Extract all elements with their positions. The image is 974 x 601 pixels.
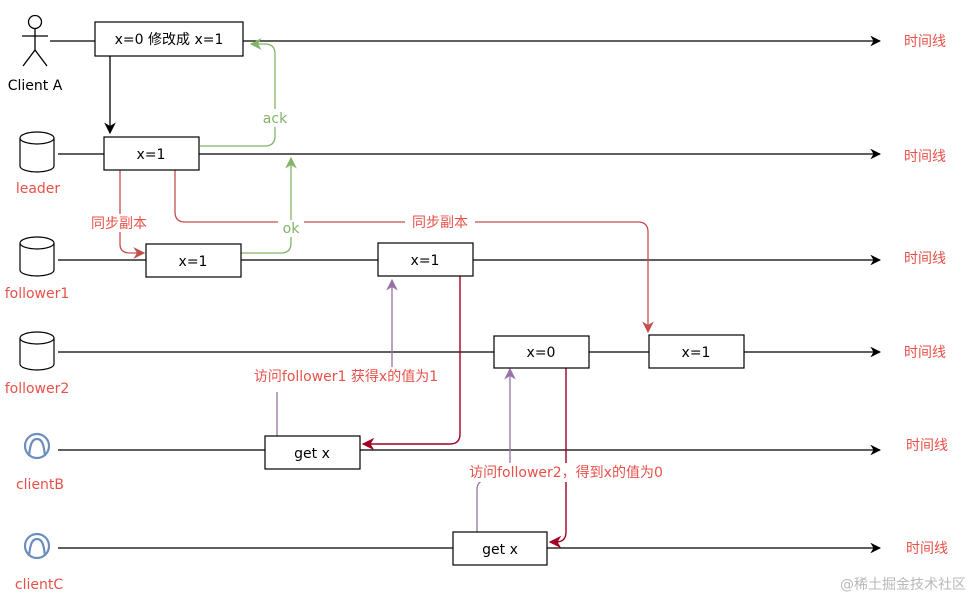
follower1-value-text-first: x=1: [179, 254, 208, 270]
follower2-value-box-new: x=1: [648, 334, 745, 369]
read-follower1-label: 访问follower1 获得x的值为1: [254, 368, 438, 385]
follower1-value-box-first: x=1: [145, 243, 242, 278]
follower1-label: follower1: [5, 286, 70, 302]
client-b-label: clientB: [16, 477, 64, 493]
client-a-label: Client A: [8, 78, 63, 94]
client-c-user-icon: [23, 532, 51, 560]
timeline-label-client-a: 时间线: [904, 34, 946, 50]
ack-arrow: [200, 38, 276, 147]
client-b-user-icon: [23, 432, 51, 460]
timeline-label-follower1: 时间线: [904, 251, 946, 267]
follower2-value-text-old: x=0: [527, 345, 556, 361]
follower2-value-box-old: x=0: [493, 335, 590, 369]
client-c-label: clientC: [15, 577, 63, 593]
client-b-get-box: get x: [264, 435, 361, 470]
leader-database-icon: [19, 131, 55, 173]
follower1-value-box-second: x=1: [377, 242, 474, 277]
follower2-label: follower2: [5, 381, 70, 397]
follower1-database-icon: [19, 236, 55, 277]
follower1-value-text-second: x=1: [411, 253, 440, 269]
sync-replica-arrow-follower1: [119, 170, 146, 259]
timeline-label-client-b: 时间线: [906, 438, 948, 454]
client-c-get-box: get x: [452, 531, 548, 566]
leader-value-text: x=1: [137, 147, 166, 163]
watermark: @稀土掘金技术社区: [840, 577, 966, 593]
client-a-write-text: x=0 修改成 x=1: [115, 32, 224, 48]
leader-label: leader: [16, 181, 61, 197]
read-follower1-arrow: [276, 280, 392, 436]
timeline-label-client-c: 时间线: [906, 541, 948, 557]
response-follower2-arrow: [548, 368, 567, 549]
read-follower2-label: 访问follower2，得到x的值为0: [469, 464, 663, 481]
timeline-label-leader: 时间线: [904, 149, 946, 165]
response-follower1-arrow: [361, 276, 461, 451]
client-a-write-box: x=0 修改成 x=1: [94, 21, 244, 57]
client-b-get-text: get x: [294, 446, 330, 462]
client-a-actor-icon: [22, 14, 48, 67]
client-c-get-text: get x: [482, 542, 518, 558]
follower2-value-text-new: x=1: [682, 345, 711, 361]
ok-arrow: [241, 156, 297, 254]
sync-replica-label-1: 同步副本: [91, 216, 147, 232]
ok-label: ok: [283, 221, 301, 237]
timeline-label-follower2: 时间线: [904, 345, 946, 361]
ack-label: ack: [263, 111, 288, 127]
leader-value-box: x=1: [103, 136, 200, 171]
follower2-database-icon: [19, 331, 55, 371]
sync-replica-label-2: 同步副本: [412, 215, 468, 231]
